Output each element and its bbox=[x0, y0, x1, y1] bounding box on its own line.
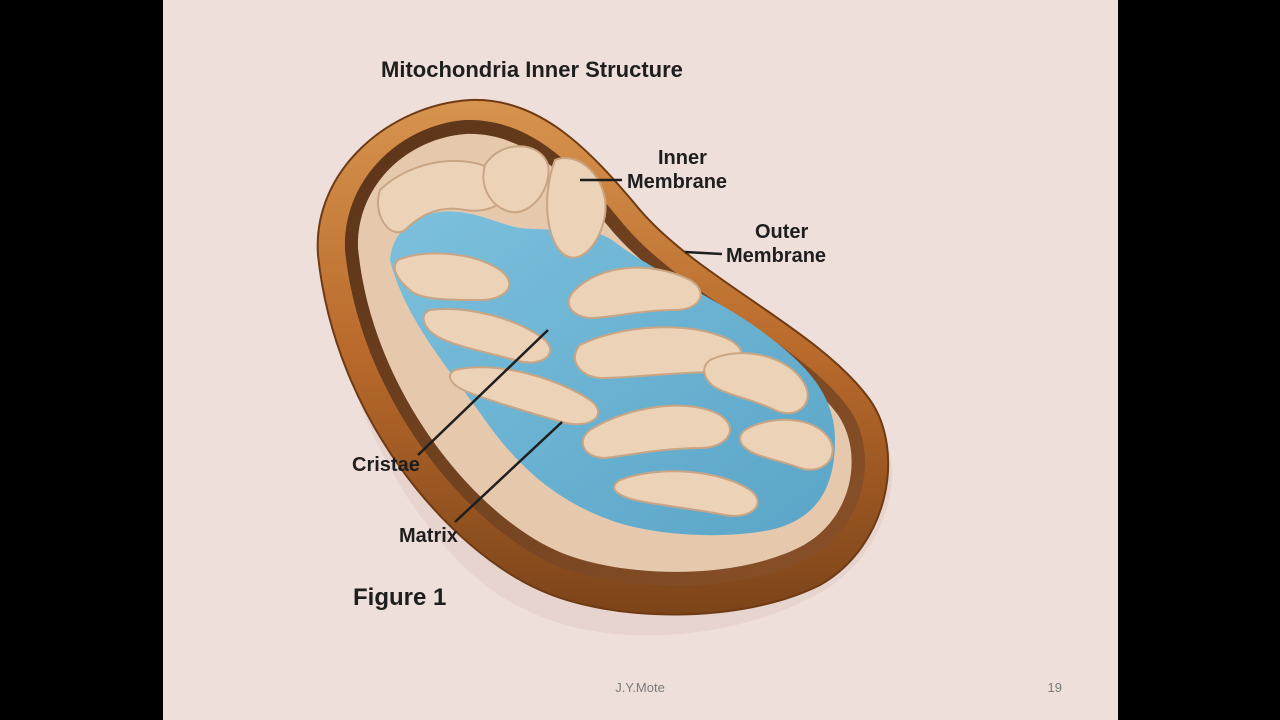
label-matrix: Matrix bbox=[399, 525, 458, 547]
label-outer-membrane-line1: Outer bbox=[755, 221, 809, 243]
pointer-cristae bbox=[417, 329, 549, 456]
pointer-outer-membrane bbox=[684, 250, 723, 256]
label-cristae: Cristae bbox=[352, 454, 420, 476]
label-outer-membrane-line2: Membrane bbox=[726, 245, 826, 267]
footer-page-number: 19 bbox=[1048, 680, 1062, 695]
slide: Mitochondria Inner Structure Inner Membr… bbox=[163, 0, 1118, 720]
pointer-matrix bbox=[454, 421, 563, 523]
footer-author: J.Y.Mote bbox=[615, 680, 665, 695]
figure-caption: Figure 1 bbox=[353, 584, 446, 611]
cristae-folds bbox=[377, 145, 834, 517]
label-inner-membrane-line2: Membrane bbox=[627, 171, 727, 193]
slide-title: Mitochondria Inner Structure bbox=[381, 57, 683, 82]
label-inner-membrane-line1: Inner bbox=[658, 147, 707, 169]
mitochondria-diagram: Mitochondria Inner Structure Inner Membr… bbox=[163, 0, 1118, 720]
pointer-lines bbox=[417, 178, 723, 523]
